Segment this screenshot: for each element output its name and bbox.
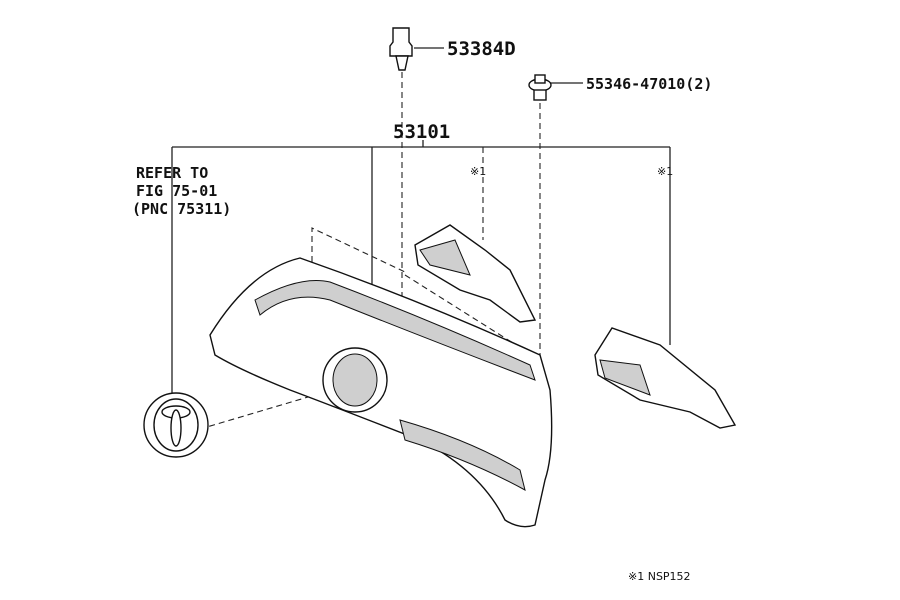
note-mark-lower: ※1 — [657, 165, 673, 178]
label-53101: 53101 — [393, 121, 450, 143]
refer-line-1: REFER TO — [136, 164, 208, 182]
label-53384d: 53384D — [447, 38, 516, 60]
bracket-lower — [594, 327, 737, 429]
note-mark-upper: ※1 — [470, 165, 486, 178]
refer-line-3: (PNC 75311) — [132, 200, 231, 218]
radiator-grille — [209, 257, 553, 528]
clip-53384d — [389, 27, 413, 71]
refer-line-2: FIG 75-01 — [136, 182, 217, 200]
footnote: ※1 NSP152 — [628, 570, 691, 583]
emblem — [143, 392, 209, 458]
clip-55346 — [528, 74, 552, 101]
bracket-upper — [414, 224, 537, 323]
label-55346-47010: 55346-47010(2) — [586, 75, 712, 93]
